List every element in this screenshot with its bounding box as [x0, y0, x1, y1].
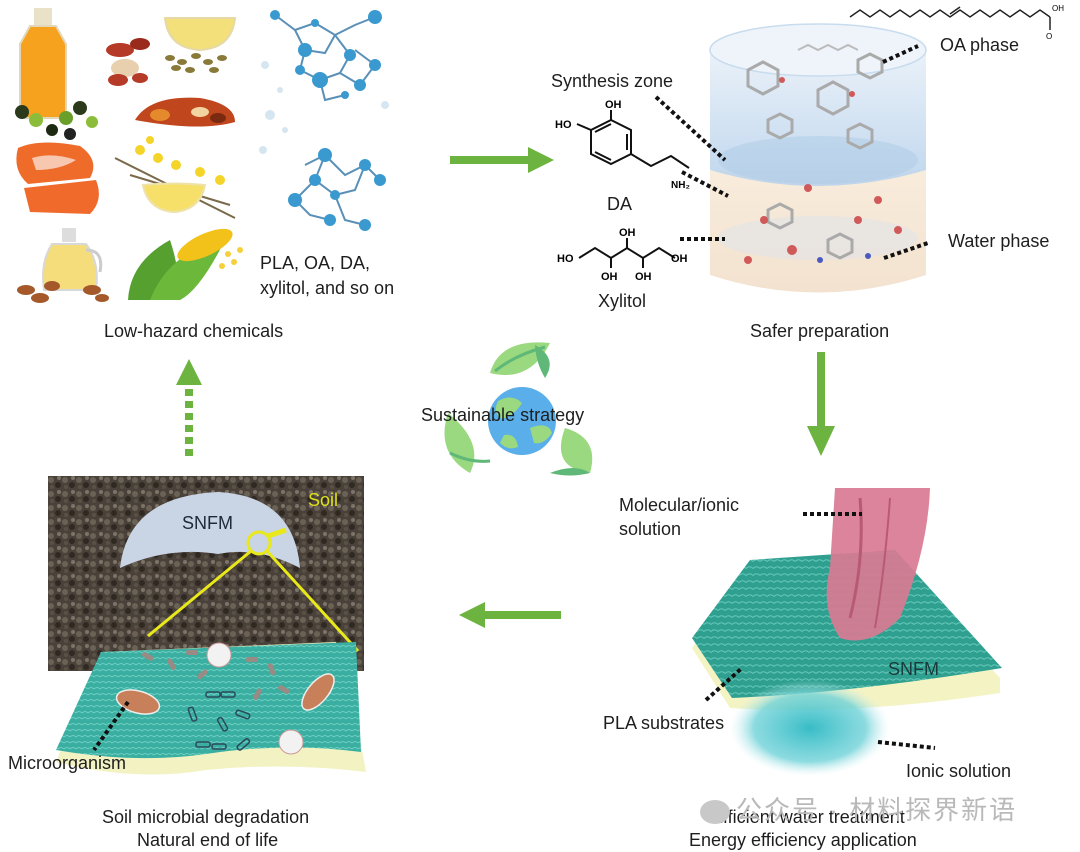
oh-text: OH — [1052, 4, 1064, 13]
label-molecular-ionic-line1: Molecular/ionic — [619, 495, 740, 515]
almonds-illustration — [17, 281, 109, 303]
molecules-in-cylinder — [746, 43, 884, 260]
olives-illustration — [15, 101, 98, 140]
label-snfm-water: SNFM — [888, 659, 939, 679]
caption-water-treatment-line2: Energy efficiency application — [689, 830, 917, 850]
leader-lines-top-right — [654, 44, 929, 260]
leader-line-microorganism — [92, 700, 130, 752]
caption-low-hazard-chemicals: Low-hazard chemicals — [104, 321, 284, 341]
dopamine-structure: OH HO NH₂ — [555, 99, 690, 191]
arrow-left-bottom — [459, 602, 561, 628]
peanuts-illustration — [106, 38, 150, 86]
salmon-illustration — [16, 142, 99, 214]
seeds-illustration — [165, 53, 227, 73]
label-molecular-ionic-line2: solution — [619, 519, 682, 539]
xyl-oh-bottom1-text: OH — [601, 271, 618, 283]
caption-soil-degradation-line1: Soil microbial degradation — [102, 807, 310, 827]
da-ho-text: HO — [555, 119, 572, 131]
oil-bowl-illustration — [163, 17, 237, 52]
xylitol-structure: HO OH OH OH OH — [557, 227, 688, 283]
caption-safer-preparation: Safer preparation — [750, 321, 890, 341]
rapeseed-illustration — [114, 136, 236, 219]
da-oh-text: OH — [605, 99, 622, 111]
soil-photo — [48, 476, 364, 671]
xyl-oh-right-text: OH — [671, 253, 688, 265]
caption-water-treatment-line1: Efficient water treatment — [711, 807, 905, 827]
label-pla-substrates: PLA substrates — [603, 713, 725, 733]
oleic-acid-structure: OH O — [849, 4, 1064, 41]
wechat-icon — [700, 800, 730, 825]
arrow-up-left-dashed — [176, 359, 202, 461]
label-snfm-soil: SNFM — [182, 513, 233, 533]
corn-illustration — [128, 228, 243, 300]
membrane-filtration-illustration — [692, 488, 1002, 776]
label-oa-phase: OA phase — [940, 35, 1020, 55]
molecule-cluster-illustration — [259, 10, 389, 231]
label-synthesis-zone: Synthesis zone — [551, 71, 674, 91]
watermark-text: 公众号 · 材料探界新语 — [736, 795, 1018, 825]
label-da: DA — [607, 194, 633, 214]
da-nh2-text: NH₂ — [671, 180, 690, 191]
label-ionic-solution: Ionic solution — [906, 761, 1012, 781]
label-water-phase: Water phase — [948, 231, 1050, 251]
palm-fruit-illustration — [135, 97, 235, 127]
xyl-oh-bottom2-text: OH — [635, 271, 652, 283]
arrow-down-right — [807, 352, 835, 456]
label-xylitol: Xylitol — [598, 291, 647, 311]
arrow-right-top — [450, 147, 554, 173]
chemicals-list-line2: xylitol, and so on — [260, 278, 395, 298]
caption-soil-degradation-line2: Natural end of life — [137, 830, 279, 850]
food-illustrations — [15, 8, 243, 303]
membrane-with-microbes — [56, 642, 366, 775]
label-sustainable-strategy: Sustainable strategy — [421, 405, 585, 425]
chemicals-list-line1: PLA, OA, DA, — [260, 253, 371, 273]
xyl-oh-top-text: OH — [619, 227, 636, 239]
label-microorganism: Microorganism — [8, 753, 127, 773]
recycle-leaves-globe-icon — [444, 342, 593, 476]
svg-text:O: O — [1046, 32, 1052, 41]
watermark: 公众号 · 材料探界新语 — [700, 790, 1017, 827]
xyl-ho-text: HO — [557, 253, 574, 265]
label-soil: Soil — [308, 490, 339, 510]
two-phase-cylinder — [709, 23, 927, 293]
